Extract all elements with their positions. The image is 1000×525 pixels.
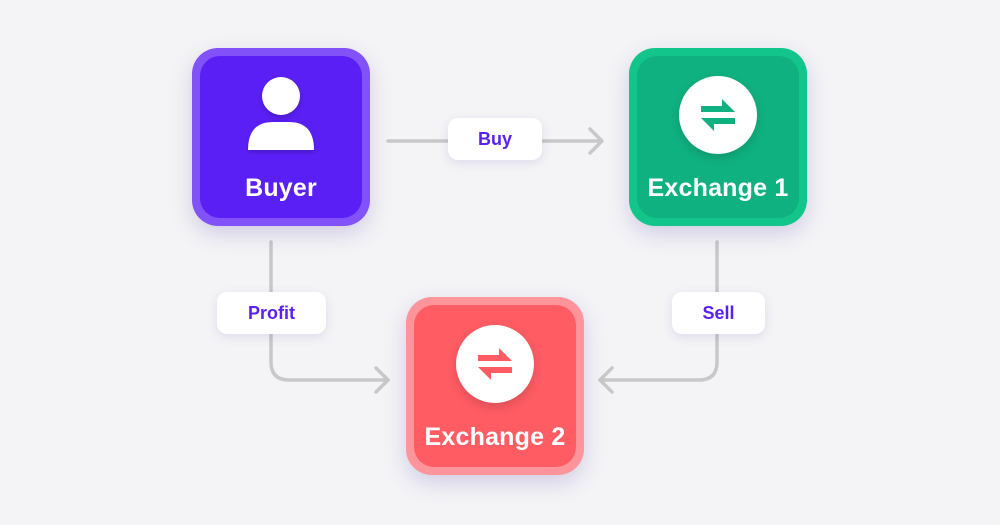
edge-buy-arrowhead	[588, 127, 604, 155]
swap-arrows-icon	[679, 76, 757, 154]
user-icon	[242, 76, 320, 154]
node-label: Exchange 2	[424, 423, 566, 451]
node-label: Buyer	[245, 174, 317, 202]
node-exchange-2: Exchange 2	[406, 297, 584, 475]
edge-label-sell: Sell	[672, 292, 765, 334]
edge-label-buy: Buy	[448, 118, 542, 160]
edge-sell-line	[598, 240, 719, 382]
edge-sell-arrowhead	[598, 366, 614, 394]
node-label: Exchange 1	[647, 174, 789, 202]
swap-arrows-icon	[456, 325, 534, 403]
edge-label-profit: Profit	[217, 292, 326, 334]
node-buyer: Buyer	[192, 48, 370, 226]
edge-profit-line	[269, 240, 390, 382]
edge-profit-arrowhead	[374, 366, 390, 394]
node-exchange-1: Exchange 1	[629, 48, 807, 226]
